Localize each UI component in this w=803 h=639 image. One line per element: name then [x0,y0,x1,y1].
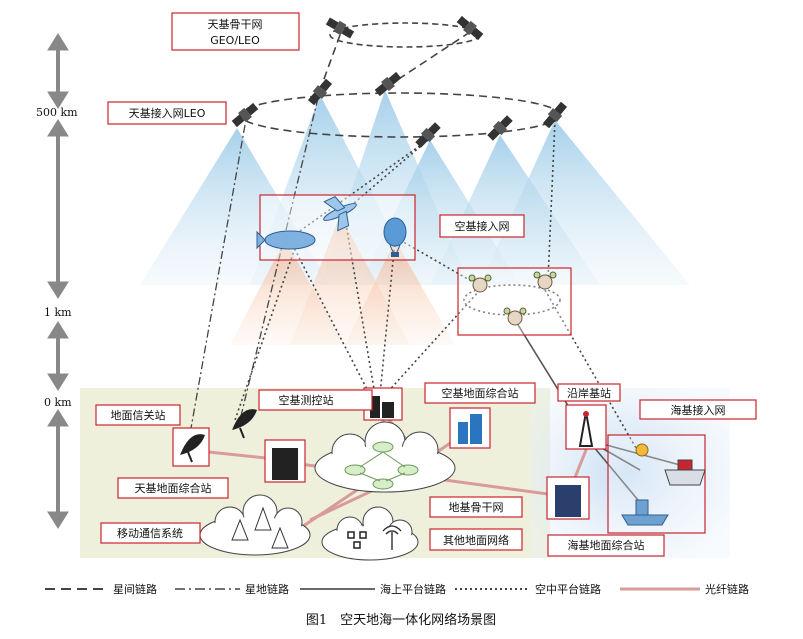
altitude-0km: 0 km [44,396,72,409]
satellite-dish-icon [172,427,210,467]
sea-ground-station-label: 海基地面综合站 [568,538,645,552]
space-ground-station-building-icon [264,439,306,483]
figure-caption: 图1 空天地海一体化网络场景图 [306,612,496,628]
satellite-dish-icon-2 [232,409,257,439]
balloon-icon [383,217,407,257]
mobile-system-label: 移动通信系统 [117,527,183,540]
other-network-cloud [321,506,419,561]
air-access-label: 空基接入网 [455,219,510,233]
sea-access-label: 海基接入网 [671,403,726,417]
legend: 星间链路 星地链路 海上平台链路 空中平台链路 光纤链路 [45,582,749,596]
air-ground-station-label: 空基地面综合站 [442,386,519,400]
satellite-beams [140,90,690,285]
space-backbone-label-2: GEO/LEO [210,34,260,47]
space-access-label: 天基接入网LEO [129,107,206,120]
tower-icon [231,506,289,549]
space-backbone-label-1: 天基骨干网 [208,18,263,31]
legend-label-air-platform: 空中平台链路 [535,582,601,596]
altitude-500km: 500 km [36,106,78,119]
space-ground-station-label: 天基地面综合站 [135,481,212,495]
drone-icon [468,271,557,326]
airship-icon [256,230,316,250]
platform-icon [621,499,669,526]
network-nodes-icon [347,531,367,549]
ground-backbone-label: 地基骨干网 [449,501,504,514]
air-ground-station-building-icon [449,407,491,449]
wireless-icon [382,525,402,550]
router-icon [344,441,419,490]
mobile-system-cloud [199,494,311,556]
legend-label-satellite-ground: 星地链路 [245,582,289,596]
legend-label-fiber: 光纤链路 [705,582,749,596]
air-beams [230,215,455,345]
ground-info-station-label: 地面信关站 [111,408,166,422]
altitude-axis [47,33,69,529]
buoy-icon [635,443,649,457]
coastal-station-label: 沿岸基站 [567,386,611,400]
altitude-1km: 1 km [44,306,72,319]
label-boxes [95,12,757,557]
air-platform-links [234,119,641,456]
backbone-orbit [329,22,481,48]
ground-backbone-cloud [314,421,456,493]
sea-ground-station-building-icon [546,476,590,520]
coastal-tower-icon [565,404,607,450]
air-control-station-label: 空基测控站 [279,393,334,407]
legend-label-inter-satellite: 星间链路 [113,582,157,596]
legend-label-sea-platform: 海上平台链路 [380,582,446,596]
other-network-label: 其他地面网络 [443,533,509,547]
satellite-icon [231,15,568,148]
airplane-icon [323,196,357,232]
ship-icon [664,459,706,486]
